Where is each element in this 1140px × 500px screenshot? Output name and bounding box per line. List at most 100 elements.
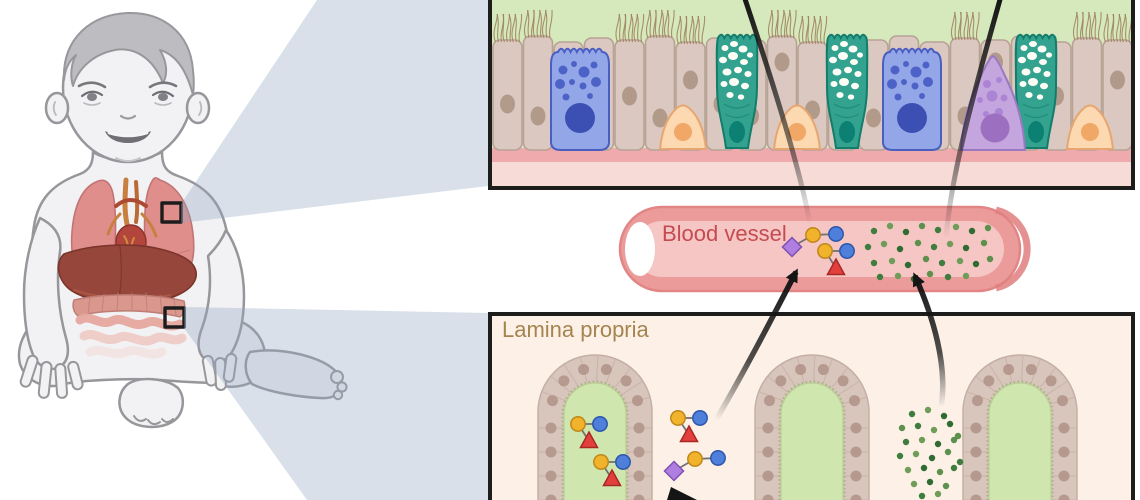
mucin-granule bbox=[1028, 78, 1038, 86]
granule bbox=[578, 66, 590, 78]
green-dot bbox=[870, 227, 878, 235]
cilium bbox=[496, 13, 500, 43]
cell-nucleus bbox=[578, 363, 590, 375]
baby-finger bbox=[37, 360, 53, 399]
vessel-glycans bbox=[781, 226, 855, 276]
zoom-square-chest[interactable] bbox=[160, 201, 183, 224]
granule bbox=[590, 61, 598, 69]
goblet-cell bbox=[825, 33, 869, 149]
cilium bbox=[1128, 14, 1131, 43]
mucin-granule bbox=[1033, 66, 1041, 74]
liver bbox=[57, 244, 197, 305]
eyelid-left bbox=[80, 90, 104, 98]
cilium bbox=[518, 13, 523, 43]
cell-nucleus bbox=[866, 108, 881, 128]
green-dot bbox=[946, 420, 954, 428]
cilium bbox=[502, 13, 506, 43]
epithelium-panel bbox=[488, 0, 1135, 190]
mucin-granule bbox=[728, 52, 738, 60]
green-dot bbox=[986, 255, 994, 263]
cell-nucleus bbox=[545, 422, 557, 434]
cell-nucleus bbox=[762, 470, 774, 482]
baby-face bbox=[77, 81, 178, 162]
cell-nucleus bbox=[633, 422, 645, 434]
cell-nucleus bbox=[970, 494, 982, 500]
granule bbox=[901, 79, 907, 85]
mucin-granule bbox=[721, 45, 729, 51]
baby-finger bbox=[67, 360, 84, 391]
nose bbox=[119, 114, 137, 120]
green-dot bbox=[914, 422, 922, 430]
granule bbox=[894, 93, 902, 101]
striation bbox=[1022, 103, 1050, 119]
cilium bbox=[630, 13, 634, 43]
green-dot bbox=[936, 468, 944, 476]
cell-nucleus bbox=[817, 363, 829, 375]
mucin-granule bbox=[741, 82, 749, 90]
green-dot bbox=[912, 450, 920, 458]
green-dot bbox=[914, 239, 922, 247]
small-intestine-coil bbox=[79, 330, 187, 346]
striation bbox=[833, 103, 861, 119]
baby-toe bbox=[330, 370, 344, 384]
green-dot bbox=[942, 482, 950, 490]
cell-nucleus bbox=[500, 94, 515, 114]
cilium bbox=[654, 9, 658, 39]
cilium bbox=[1093, 11, 1097, 41]
eyebrow-left bbox=[77, 81, 107, 89]
infant-illustration bbox=[17, 11, 348, 429]
green-dot bbox=[904, 466, 912, 474]
granule bbox=[986, 90, 998, 102]
cell-nucleus bbox=[633, 446, 645, 458]
zoom-beam-chest bbox=[181, 0, 488, 223]
mucin-granule bbox=[857, 52, 863, 58]
granule bbox=[903, 61, 909, 67]
green-dot bbox=[956, 257, 964, 265]
green-dot bbox=[934, 226, 942, 234]
cell-nucleus bbox=[652, 108, 668, 128]
cell-nucleus bbox=[1057, 395, 1069, 407]
cell-nucleus bbox=[1058, 470, 1070, 482]
cilium bbox=[813, 15, 817, 45]
chin-crease bbox=[115, 157, 141, 162]
eyebrow-right bbox=[148, 81, 178, 89]
baby-toe bbox=[332, 389, 344, 401]
mucin-granule bbox=[722, 68, 732, 76]
mucin-granule bbox=[850, 59, 858, 65]
mucin-granule bbox=[1037, 45, 1047, 53]
villi bbox=[537, 354, 1078, 500]
eyelid-right bbox=[151, 90, 175, 98]
green-dot bbox=[944, 448, 952, 456]
zoom-square-abdomen[interactable] bbox=[163, 306, 186, 329]
cell-nucleus bbox=[795, 363, 807, 375]
granule bbox=[1000, 94, 1008, 102]
granule bbox=[911, 82, 919, 90]
glycan-blue-circle bbox=[692, 410, 708, 426]
cell-nucleus bbox=[850, 446, 862, 458]
cell-nucleus bbox=[980, 113, 1010, 143]
green-dot bbox=[930, 243, 938, 251]
mucin-granule bbox=[1040, 82, 1048, 90]
baby-left-foot-toes bbox=[133, 415, 174, 426]
lamina-propria-label: Lamina propria bbox=[502, 317, 650, 342]
intestinal-villus bbox=[962, 354, 1078, 500]
granule bbox=[555, 79, 565, 89]
hmo-glycan bbox=[593, 454, 631, 487]
cell-nucleus bbox=[839, 121, 855, 143]
vessel-branch bbox=[106, 212, 158, 238]
green-dot bbox=[962, 244, 970, 252]
baby-hair bbox=[62, 11, 195, 96]
mucin-granule bbox=[848, 45, 858, 53]
green-dot bbox=[904, 261, 912, 269]
glycan-red-triangle bbox=[679, 424, 699, 443]
mucin-granule bbox=[840, 41, 848, 47]
green-dot bbox=[984, 224, 992, 232]
cell-nucleus bbox=[674, 123, 692, 141]
granule bbox=[983, 80, 991, 88]
vessel-metabolite-dots bbox=[864, 222, 994, 283]
cell-nucleus bbox=[1045, 375, 1057, 387]
mucin-granule bbox=[734, 66, 742, 74]
eye-crease-right bbox=[154, 102, 172, 106]
mucin-granule bbox=[832, 68, 842, 76]
cell-nucleus bbox=[850, 470, 862, 482]
